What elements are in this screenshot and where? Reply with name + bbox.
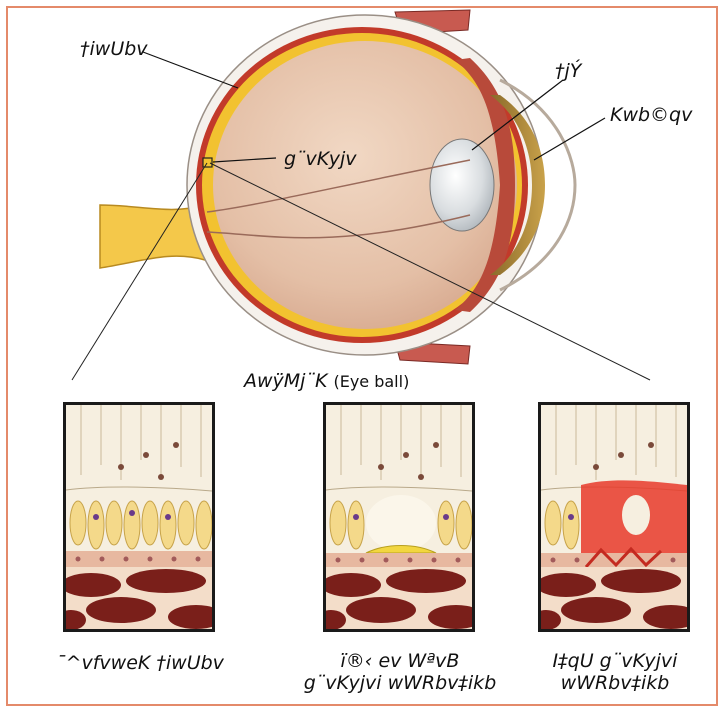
caption-line: g¨vKyjvi wWRbv‡ikb bbox=[300, 672, 500, 694]
retina-leader bbox=[143, 52, 238, 88]
caption-line: wWRbv‡ikb bbox=[525, 672, 705, 694]
macula-label: g¨vKyjv bbox=[284, 148, 357, 170]
wet-macula-illustration bbox=[541, 405, 687, 629]
caption-line: ¯^vfvweK †iwUbv bbox=[50, 652, 230, 674]
dry-macula-illustration bbox=[326, 405, 472, 629]
cornea-label: Kwb©qv bbox=[610, 104, 692, 126]
retina-label: †iwUbv bbox=[80, 38, 148, 60]
caption-wet-macula: I‡qU g¨vKyjvi wWRbv‡ikb bbox=[525, 650, 705, 694]
eyeball-label-bn: AwÿMj¨K bbox=[244, 370, 327, 392]
caption-dry-macula: ï®‹ ev WªvB g¨vKyjvi wWRbv‡ikb bbox=[300, 650, 500, 694]
caption-line: ï®‹ ev WªvB bbox=[300, 650, 500, 672]
eyeball-label: AwÿMj¨K (Eye ball) bbox=[244, 370, 409, 392]
caption-line: I‡qU g¨vKyjvi bbox=[525, 650, 705, 672]
panel-wet-macula bbox=[538, 402, 690, 632]
normal-retina-illustration bbox=[66, 405, 212, 629]
eyeball-label-en: (Eye ball) bbox=[333, 372, 409, 391]
panel-dry-macula bbox=[323, 402, 475, 632]
zoom-line-left bbox=[72, 163, 207, 380]
macula-marker bbox=[203, 158, 212, 167]
panel-normal-retina bbox=[63, 402, 215, 632]
caption-normal-retina: ¯^vfvweK †iwUbv bbox=[50, 652, 230, 674]
lens-label: †jÝ bbox=[555, 60, 581, 82]
